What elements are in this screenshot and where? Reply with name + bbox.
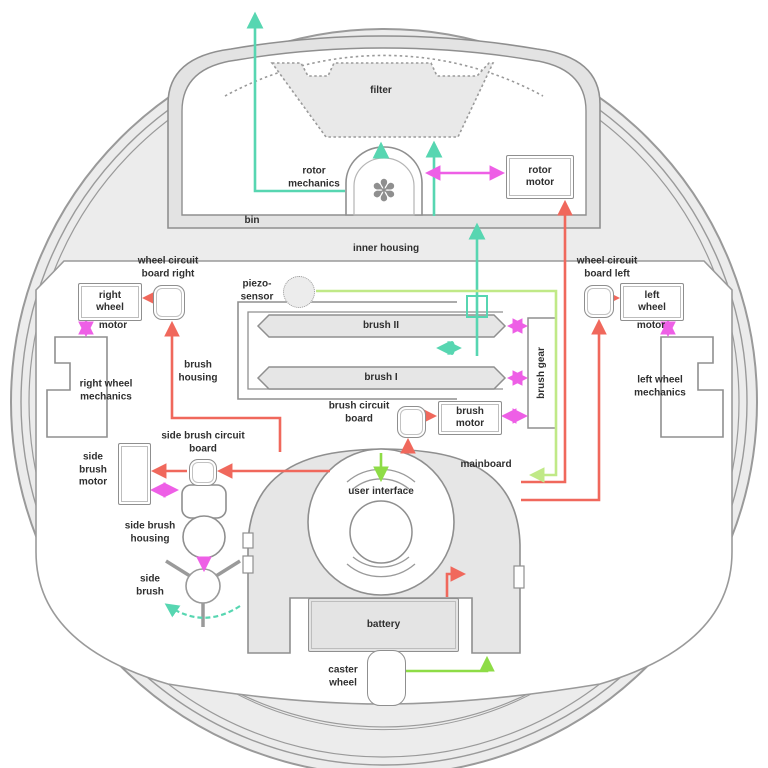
fan-icon: ✽: [371, 175, 397, 208]
side-brush-motor-box: [118, 443, 151, 505]
piezo-sensor-shape: [283, 276, 315, 308]
battery-box: battery: [308, 598, 459, 652]
rotor-motor-box: rotor motor: [506, 155, 574, 199]
side-brush-housing-shape: [181, 484, 227, 559]
user-interface-shape: [307, 448, 455, 596]
left-wheel-motor-box: left wheel: [620, 283, 684, 321]
right-wheel-circuit-board: [153, 285, 185, 320]
left-wheel-circuit-board: [584, 285, 614, 318]
left-wheel-mechanics-shape: [660, 336, 724, 438]
battery-label: battery: [366, 619, 401, 630]
brush-circuit-board-node: [397, 406, 426, 438]
brush-motor-box: brush motor: [438, 401, 502, 435]
brush-motor-label: brush motor: [455, 406, 485, 429]
right-wheel-motor-box: right wheel: [78, 283, 142, 321]
brush-gear-shape: [527, 317, 557, 429]
signal-arrows: [316, 289, 558, 673]
mechanical-arrows: [78, 165, 676, 573]
bumper-seam-arc: [224, 54, 544, 97]
brush-bars: [256, 314, 507, 390]
caster-wheel-shape: [367, 650, 406, 706]
right-wheel-mechanics-shape: [46, 336, 108, 438]
filter-shape: [270, 62, 495, 138]
brush-1-bar: [256, 366, 507, 390]
side-brush-shape: [165, 559, 241, 627]
left-wheel-motor-label: left wheel: [638, 290, 666, 313]
side-brush-circuit-board-node: [189, 459, 217, 486]
brush-2-bar: [256, 314, 507, 338]
rotor-motor-label: rotor motor: [525, 165, 555, 188]
right-wheel-motor-label: right wheel: [96, 290, 124, 313]
